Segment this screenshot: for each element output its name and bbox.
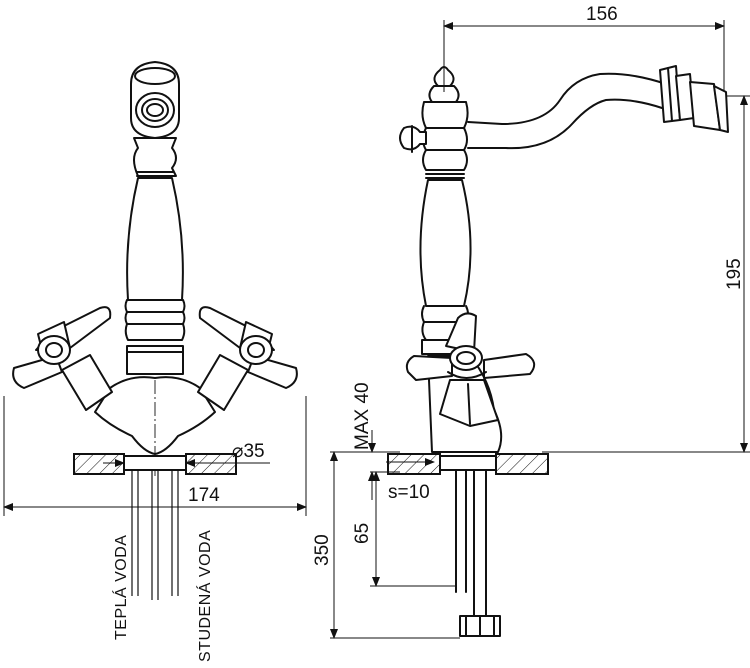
- dim-total-length: 350: [312, 451, 338, 639]
- side-column: [419, 66, 473, 355]
- front-spout-head: [130, 61, 180, 139]
- front-supply-pipes: [131, 470, 179, 600]
- dim-spout-reach-label: 156: [586, 4, 618, 25]
- side-tail-pipe: [455, 469, 501, 637]
- dim-hole-diameter: ⌀35: [103, 441, 270, 467]
- dim-base-width-label: 174: [188, 485, 220, 506]
- side-cross-handle[interactable]: [405, 312, 536, 427]
- front-valve-body: [94, 376, 216, 455]
- side-aerator: [659, 65, 729, 133]
- left-cross-handle[interactable]: [12, 306, 113, 411]
- side-mounting-flange: [439, 455, 497, 471]
- cold-water-label: STUDENÁ VODA: [195, 530, 214, 662]
- dim-flange-thickness-label: s=10: [388, 482, 430, 503]
- front-mounting-flange: [123, 455, 187, 471]
- front-deck-left: [73, 453, 125, 475]
- dim-spout-height: 195: [724, 95, 748, 453]
- side-knob[interactable]: [399, 125, 427, 153]
- dim-flange-thickness: s=10: [386, 458, 435, 503]
- front-view: ⌀35 174 TEPLÁ VODA STUDENÁ VODA: [3, 61, 307, 662]
- right-cross-handle[interactable]: [197, 306, 298, 411]
- dim-tail-length-label: 65: [352, 523, 373, 544]
- dim-hole-diameter-label: ⌀35: [232, 441, 265, 462]
- side-deck-right: [495, 453, 549, 475]
- dim-spout-reach: 156: [443, 4, 725, 30]
- dim-spout-height-label: 195: [724, 258, 745, 290]
- dim-tail-length: 65: [352, 471, 380, 587]
- dim-max-deck-label: MAX 40: [352, 382, 373, 450]
- front-column-body: [124, 137, 186, 375]
- hot-water-label: TEPLÁ VODA: [111, 535, 130, 640]
- side-view: 156 195: [312, 4, 750, 639]
- dim-base-width: 174: [3, 396, 307, 516]
- side-spout: [467, 72, 667, 150]
- side-deck-left: [387, 453, 441, 475]
- front-deck-right: [185, 453, 237, 475]
- dim-max-deck: MAX 40: [352, 382, 376, 500]
- dim-total-length-label: 350: [312, 534, 333, 566]
